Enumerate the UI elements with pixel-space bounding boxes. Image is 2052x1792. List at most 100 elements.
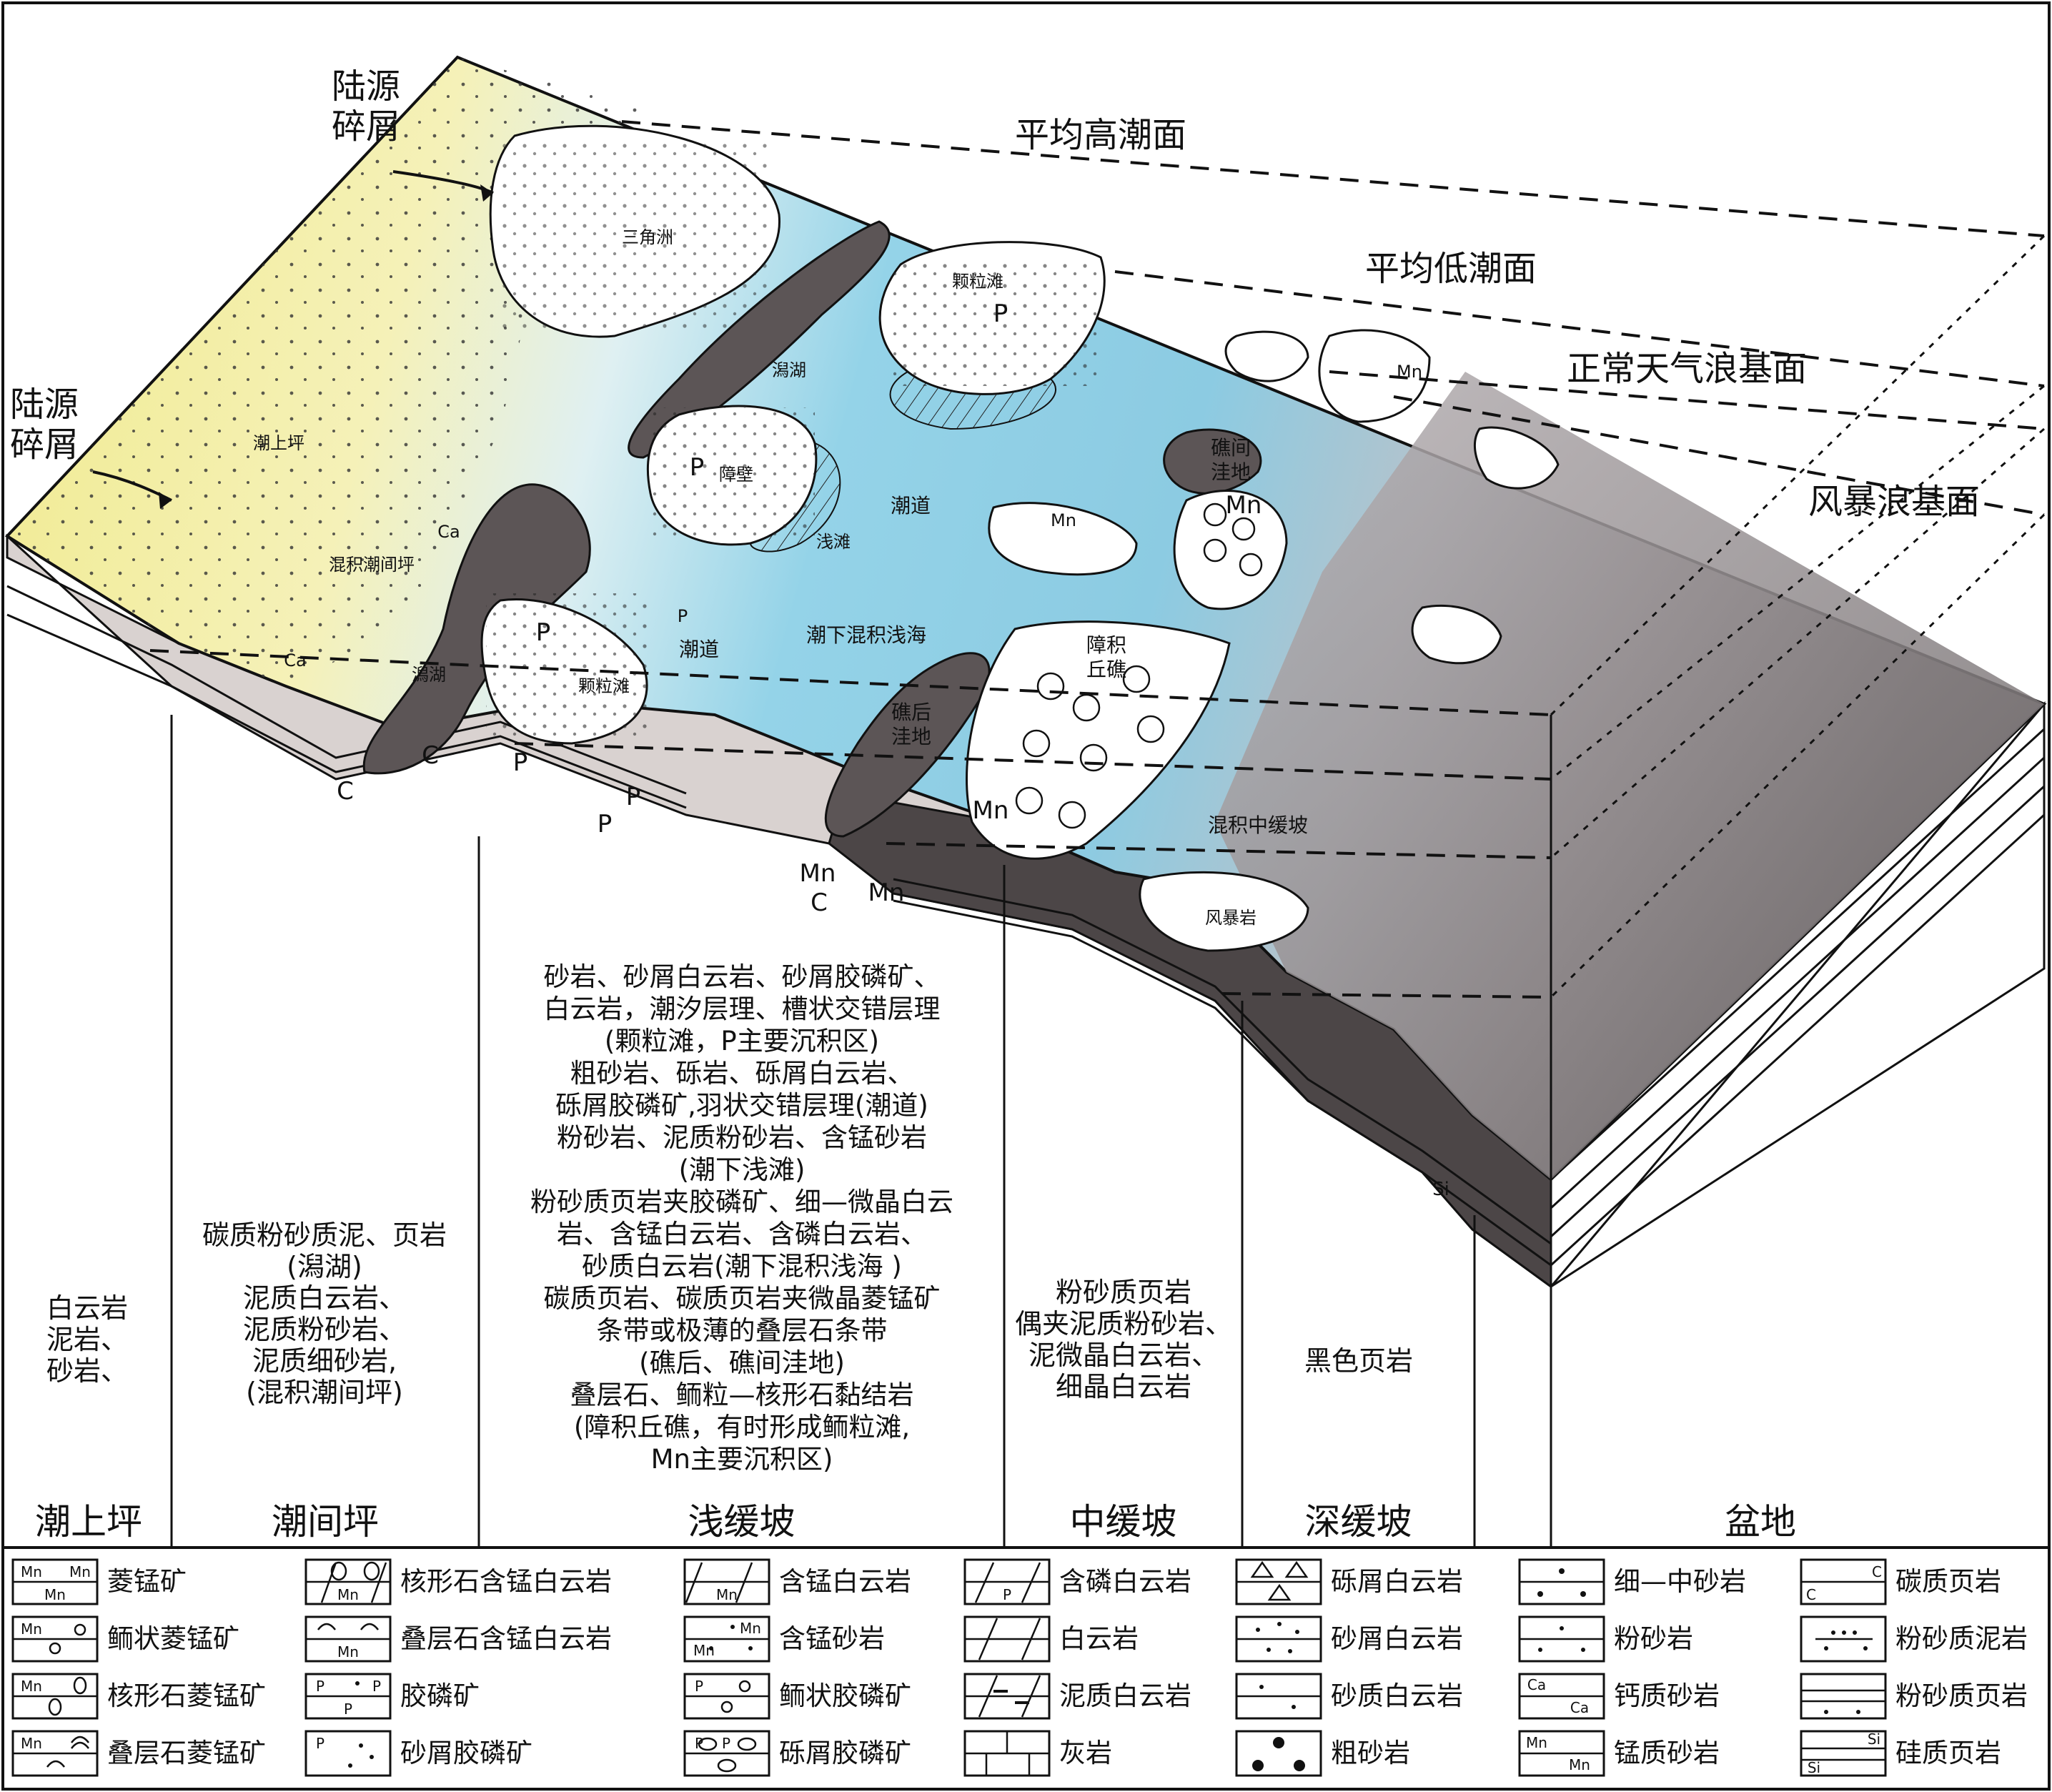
label-subtidal: 潮下混积浅海 xyxy=(806,623,926,647)
level-storm: 风暴浪基面 xyxy=(1808,482,1980,522)
label-backreef-top: 礁后 xyxy=(891,701,931,724)
legend-sym-mn-10: Mn xyxy=(740,1620,761,1637)
legend-sym-c-2: C xyxy=(1806,1586,1816,1603)
legend-sym-mn-6: Mn xyxy=(21,1735,42,1752)
legend-sym-mn-13: Mn xyxy=(1569,1756,1590,1773)
legend-stromatolitic-rhodochrosite: 叠层石菱锰矿 xyxy=(107,1738,266,1768)
label-tempestite: 风暴岩 xyxy=(1205,908,1257,928)
level-low-tide: 平均低潮面 xyxy=(1365,249,1537,289)
legend-gravel-dolomite: 砾屑白云岩 xyxy=(1331,1566,1463,1597)
column-line: 泥质细砂岩, xyxy=(252,1345,397,1377)
legend-sym-mn-7: Mn xyxy=(337,1586,359,1603)
source-upper-line1: 陆源 xyxy=(332,66,400,107)
legend-calcareous-sandstone: 钙质砂岩 xyxy=(1614,1680,1720,1711)
label-mid-ramp: 混积中缓坡 xyxy=(1208,813,1308,837)
label-c-section-3: C xyxy=(811,888,828,917)
label-reef-bot: 丘礁 xyxy=(1086,658,1126,681)
zone-outer-ramp: 深缓坡 xyxy=(1304,1501,1412,1543)
legend-sym-mn-11: Mn xyxy=(693,1642,715,1659)
legend-fine-medium-sandstone: 细—中砂岩 xyxy=(1614,1566,1746,1597)
legend-sandy-dolomite: 砂质白云岩 xyxy=(1331,1680,1463,1711)
legend-sym-mn-9: Mn xyxy=(716,1586,738,1603)
legend-sym-mn-3: Mn xyxy=(44,1586,66,1603)
legend-sym-mn-2: Mn xyxy=(69,1563,91,1580)
legend-sym-p-5: P xyxy=(695,1678,703,1695)
legend-sand-dolomite: 砂屑白云岩 xyxy=(1331,1623,1463,1654)
legend-mn-sandstone: 含锰砂岩 xyxy=(779,1623,885,1654)
legend-sym-mn-12: Mn xyxy=(1526,1734,1547,1751)
source-left-line1: 陆源 xyxy=(10,385,79,425)
source-upper-line2: 碎屑 xyxy=(332,107,400,147)
legend-carbonaceous-shale: 碳质页岩 xyxy=(1895,1566,2001,1597)
legend-silty-mudstone: 粉砂质泥岩 xyxy=(1895,1623,2028,1654)
label-c-section-2: C xyxy=(337,777,354,806)
legend-sym-si-2: Si xyxy=(1808,1759,1820,1776)
level-high-tide: 平均高潮面 xyxy=(1015,115,1186,155)
legend-dolomite: 白云岩 xyxy=(1059,1623,1139,1654)
label-supratidal: 潮上坪 xyxy=(253,433,304,453)
label-p-left: P xyxy=(678,606,688,626)
legend-sand-collophane: 砂屑胶磷矿 xyxy=(400,1738,532,1768)
legend-sym-p-7: P xyxy=(722,1735,730,1752)
legend-sym-p-4: P xyxy=(316,1735,324,1752)
legend-sym-si-1: Si xyxy=(1868,1731,1880,1748)
legend-stromatolitic-mn-dolomite: 叠层石含锰白云岩 xyxy=(400,1623,612,1654)
column-line: 细晶白云岩 xyxy=(1055,1371,1191,1402)
column-line: 白云岩 xyxy=(46,1292,128,1324)
column-line: Mn主要沉积区) xyxy=(650,1444,833,1475)
column-line: 粉砂质页岩 xyxy=(1055,1277,1191,1308)
column-line: 泥岩、 xyxy=(46,1324,128,1355)
label-delta: 三角洲 xyxy=(622,227,673,247)
column-line: 黑色页岩 xyxy=(1304,1345,1413,1377)
legend-oncolitic-rhodochrosite: 核形石菱锰矿 xyxy=(107,1680,266,1711)
label-mn-slope-top: Mn xyxy=(1397,362,1422,382)
column-line: 白云岩，潮汐层理、槽状交错层理 xyxy=(543,994,941,1024)
label-ca-lower: Ca xyxy=(284,650,306,670)
legend-sym-mn-1: Mn xyxy=(21,1563,42,1580)
label-interreef-top: 礁间 xyxy=(1211,436,1251,460)
legend-p-dolomite: 含磷白云岩 xyxy=(1059,1566,1191,1597)
legend-gravel-collophane: 砾屑胶磷矿 xyxy=(779,1738,911,1768)
label-interreef-bot: 洼地 xyxy=(1211,460,1251,484)
legend-oncolitic-mn-dolomite: 核形石含锰白云岩 xyxy=(400,1566,612,1597)
zone-supratidal: 潮上坪 xyxy=(35,1501,142,1543)
legend-sym-c-1: C xyxy=(1872,1563,1882,1580)
label-mn-reef: Mn xyxy=(973,796,1009,825)
zone-mid-ramp: 中缓坡 xyxy=(1069,1501,1177,1543)
label-barrier: 障壁 xyxy=(719,465,753,485)
label-mn-right: Mn xyxy=(1226,491,1262,520)
legend-siltstone: 粉砂岩 xyxy=(1614,1623,1693,1654)
legend-siliceous-shale: 硅质页岩 xyxy=(1895,1738,2001,1768)
label-p-section-1: P xyxy=(513,748,528,777)
column-line: 粗砂岩、砾岩、砾屑白云岩、 xyxy=(570,1058,914,1089)
legend-coarse-sandstone: 粗砂岩 xyxy=(1331,1738,1410,1768)
label-mixed-intertidal: 混积潮间坪 xyxy=(329,555,415,575)
label-backreef-bot: 洼地 xyxy=(891,725,931,748)
label-si-section: Si xyxy=(1432,1179,1449,1200)
legend-sym-mn-5: Mn xyxy=(21,1678,42,1695)
column-line: (礁后、礁间洼地) xyxy=(639,1347,845,1378)
label-shallow-shoal: 浅滩 xyxy=(816,532,851,552)
column-line: 砾屑胶磷矿,羽状交错层理(潮道) xyxy=(555,1090,928,1121)
label-p-section-3: P xyxy=(598,810,613,838)
label-mn-middle: Mn xyxy=(1051,510,1076,530)
label-grain-shoal-left: 颗粒滩 xyxy=(578,676,630,696)
label-mn-section-2: Mn xyxy=(868,878,905,907)
label-channel-left: 潮道 xyxy=(679,638,719,661)
column-line: 碳质页岩、碳质页岩夹微晶菱锰矿 xyxy=(543,1283,941,1314)
legend-rhodochrosite: 菱锰矿 xyxy=(107,1566,187,1597)
column-line: 泥微晶白云岩、 xyxy=(1028,1340,1219,1371)
legend-mn-rich-sandstone: 锰质砂岩 xyxy=(1614,1738,1720,1768)
legend-collophane: 胶磷矿 xyxy=(400,1680,480,1711)
label-reef-top: 障积 xyxy=(1086,633,1126,657)
column-line: 碳质粉砂质泥、页岩 xyxy=(202,1219,447,1251)
column-line: (潟湖) xyxy=(287,1251,362,1282)
column-line: 偶夹泥质粉砂岩、 xyxy=(1014,1308,1232,1340)
legend-silty-shale: 粉砂质页岩 xyxy=(1895,1680,2028,1711)
legend-sym-p-6: P xyxy=(695,1735,703,1752)
column-supratidal-text: 白云岩 泥岩、 砂岩、 xyxy=(6,1292,169,1387)
legend-sym-p-2: P xyxy=(372,1678,381,1695)
label-p-barrier: P xyxy=(690,453,705,482)
column-line: 砂质白云岩(潮下混积浅海 ) xyxy=(582,1251,902,1282)
